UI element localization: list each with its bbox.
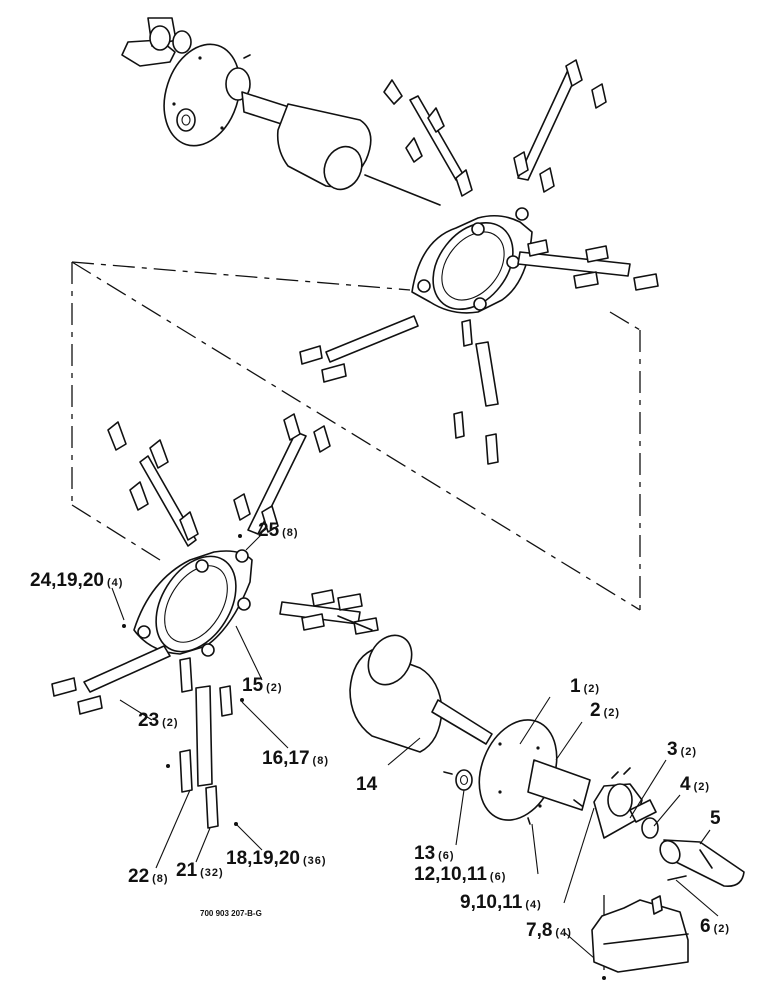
callout-6: 6(2) (700, 916, 730, 937)
callout-1: 1(2) (570, 676, 600, 697)
upper-end-bearing-bracket (121, 17, 192, 67)
callout-leader-lines (111, 533, 719, 959)
lower-end-bearing-bracket (593, 767, 659, 839)
callout-14: 14 (356, 774, 378, 795)
callout-21: 21(32) (176, 860, 224, 881)
callout-25: 25(8) (258, 520, 299, 541)
callout-3: 3(2) (667, 739, 697, 760)
callout-13: 13(6) (414, 843, 455, 864)
callout-5: 5 (710, 808, 721, 829)
upper-drum-shaft (241, 91, 441, 206)
lower-reel-spider (133, 549, 253, 657)
callout-24-19-20: 24,19,20(4) (30, 570, 123, 591)
lower-drive-shaft (659, 839, 745, 888)
callout-labels: 1(2) 2(2) 3(2) 4(2) 5 6(2) 7,8(4) 9,10,1… (30, 520, 730, 941)
lower-drum-shaft (337, 615, 493, 753)
lower-end-plate (443, 719, 591, 825)
callout-18-19-20: 18,19,20(36) (226, 848, 327, 869)
callout-16-17: 16,17(8) (262, 748, 329, 769)
upper-tine-bars (299, 59, 659, 465)
callout-23: 23(2) (138, 710, 179, 731)
callout-7-8: 7,8(4) (526, 920, 572, 941)
lower-guard-shield (591, 895, 689, 980)
assembly-phantom-lines (71, 261, 641, 975)
callout-15: 15(2) (242, 675, 283, 696)
callout-9-10-11: 9,10,11(4) (460, 892, 542, 913)
callout-4: 4(2) (680, 774, 710, 795)
lower-tine-bars (51, 413, 379, 829)
upper-end-plate (163, 43, 251, 147)
upper-reel-spider (411, 207, 533, 314)
callout-2: 2(2) (590, 700, 620, 721)
callout-22: 22(8) (128, 866, 169, 887)
callout-12-10-11: 12,10,11(6) (414, 864, 506, 885)
drawing-code: 700 903 207-B-G (200, 909, 262, 918)
